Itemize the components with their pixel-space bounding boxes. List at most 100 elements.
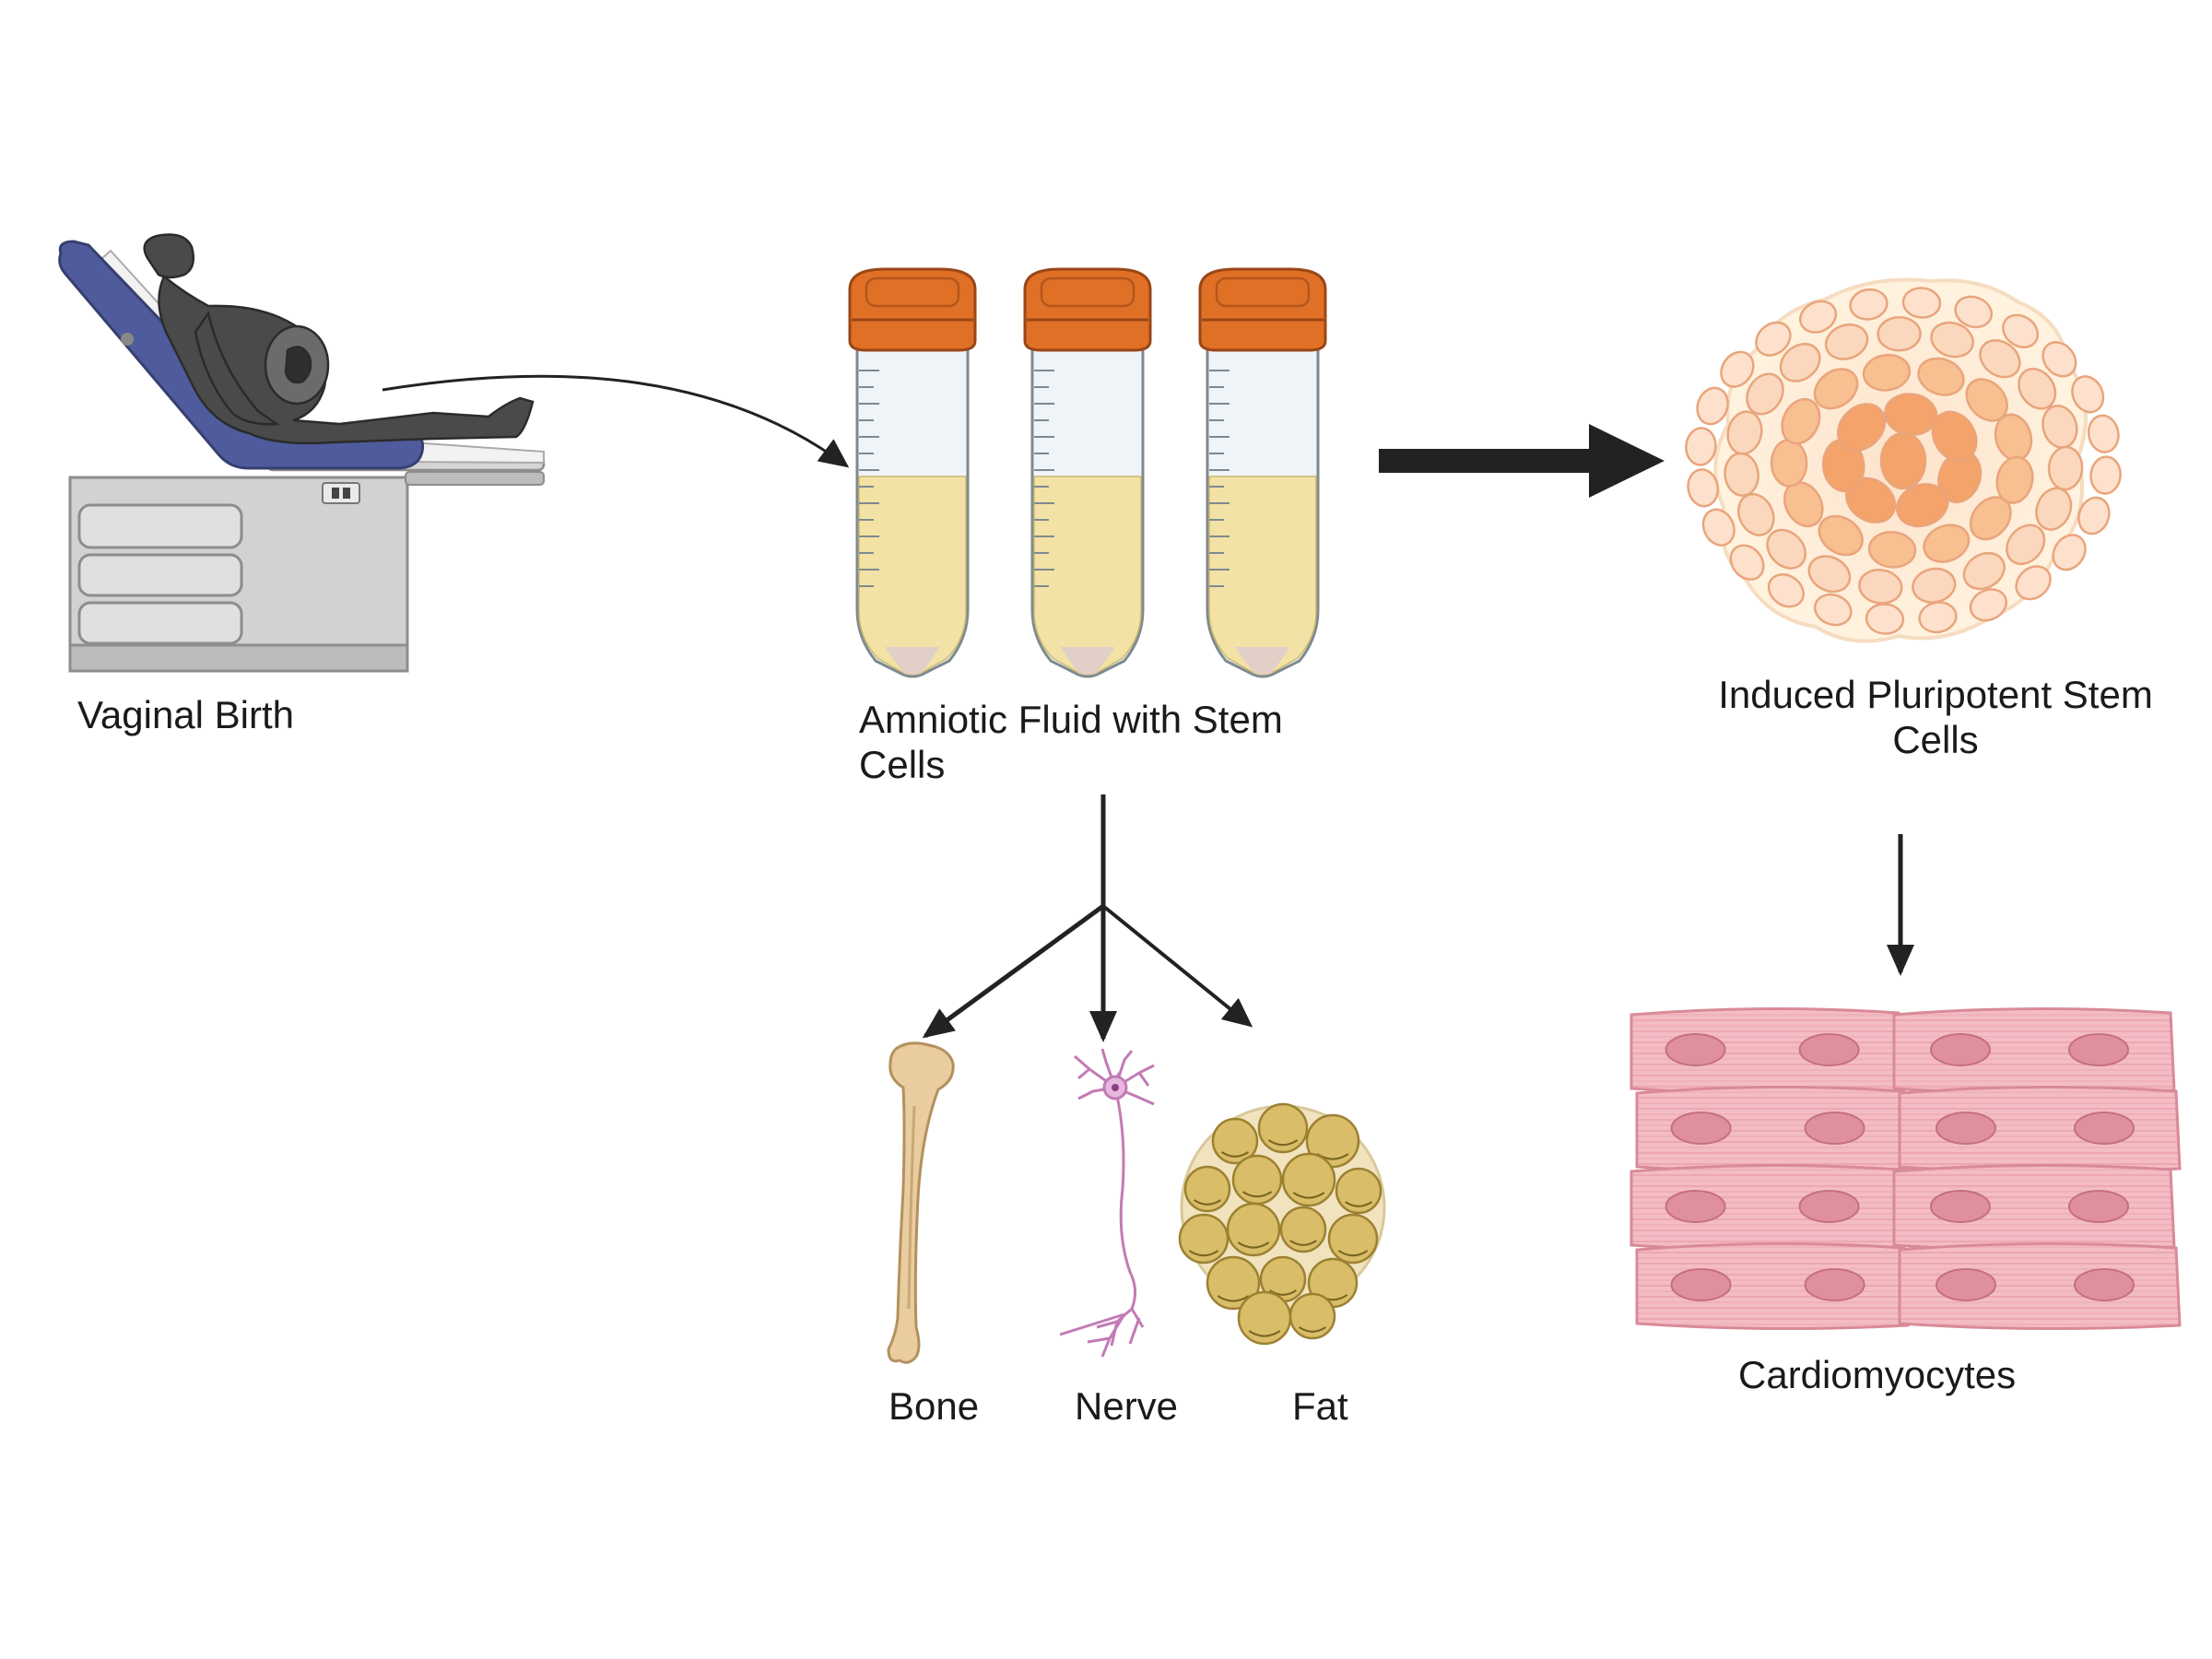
fat-cell	[1211, 1117, 1259, 1165]
ipsc-cell	[2041, 341, 2077, 378]
cardiomyocyte-nucleus	[2074, 1112, 2135, 1145]
ipsc-cell	[2071, 375, 2105, 414]
ipsc-cell	[2018, 368, 2057, 410]
patient-figure	[143, 233, 535, 445]
hinge	[121, 333, 134, 346]
arrow-birth-to-fluid	[382, 374, 850, 468]
fat-cell	[1281, 1152, 1336, 1207]
ipsc-cell	[1766, 528, 1807, 570]
label-cardiomyocytes: Cardiomyocytes	[1738, 1353, 2017, 1396]
cardiomyocyte-nucleus	[1665, 1190, 1726, 1223]
cardiomyocytes-illustration	[1630, 1006, 2182, 1331]
fat-cell	[1178, 1213, 1230, 1265]
arrow-fluid-to-ipsc	[1379, 424, 1665, 498]
fat-cell	[1305, 1113, 1360, 1169]
ipsc-cell	[1696, 386, 1729, 426]
cardiomyocyte-nucleus	[1930, 1190, 1991, 1223]
cardiomyocyte-nucleus	[1670, 1112, 1732, 1145]
ipsc-cell	[1954, 295, 1994, 329]
ipsc-cell	[1813, 593, 1853, 627]
ipsc-cell	[1865, 603, 1905, 635]
cardiomyocyte-nucleus	[2068, 1190, 2129, 1223]
fat-cell	[1288, 1292, 1336, 1340]
fat-cell	[1206, 1255, 1261, 1311]
ipsc-cell	[1824, 323, 1869, 360]
vaginal-birth-illustration	[58, 233, 546, 673]
fat-cell	[1183, 1165, 1231, 1213]
ipsc-cell	[1701, 508, 1735, 547]
label-vaginal-birth: Vaginal Birth	[77, 693, 295, 736]
ipsc-cell	[2002, 313, 2040, 348]
fat-cell	[1279, 1206, 1327, 1253]
arrow-to-bone	[922, 903, 1105, 1039]
ipsc-cell	[1862, 353, 1912, 392]
ipsc-cell	[1818, 514, 1864, 557]
falcon-tube	[848, 267, 977, 678]
cardiomyocyte-nucleus	[2074, 1268, 2135, 1301]
ipsc-cell	[1962, 551, 2006, 591]
ipsc-cell	[1979, 339, 2021, 379]
ipsc-cell	[1867, 530, 1917, 569]
ipsc-cell	[1931, 410, 1978, 463]
label-ipsc-line1: Induced Pluripotent Stem	[1718, 673, 2153, 716]
label-amniotic-line1: Amniotic Fluid with Stem	[859, 698, 1283, 741]
label-nerve: Nerve	[1075, 1384, 1179, 1428]
ipsc-cell	[1746, 372, 1784, 416]
ipsc-cell	[1923, 524, 1971, 563]
fat-cell	[1257, 1102, 1309, 1154]
bone-illustration	[887, 1041, 955, 1364]
ipsc-cell	[1930, 321, 1974, 359]
drawer	[77, 601, 243, 645]
ipsc-cell	[1901, 287, 1942, 319]
outlet	[322, 482, 360, 504]
cardiomyocyte-nucleus	[1665, 1033, 1726, 1066]
differentiation-arrows	[922, 794, 1253, 1042]
ipsc-cell	[1877, 316, 1922, 352]
arrow-to-fat	[1101, 904, 1253, 1028]
ipsc-cell	[2006, 524, 2046, 566]
falcon-tube	[1198, 267, 1327, 678]
fat-illustration	[1178, 1102, 1386, 1346]
fat-cell	[1226, 1202, 1281, 1257]
ipsc-cell	[1726, 410, 1763, 455]
tube-group	[848, 267, 1327, 678]
ipsc-cell	[1813, 368, 1859, 410]
ipsc-cell	[1995, 455, 2034, 504]
ipsc-cell	[1720, 350, 1755, 388]
falcon-tube	[1023, 267, 1152, 678]
label-fat: Fat	[1292, 1384, 1348, 1428]
ipsc-cell	[1799, 300, 1838, 334]
label-bone: Bone	[888, 1384, 980, 1428]
ipsc-cell	[1767, 573, 1805, 608]
ipsc-cell	[1685, 427, 1717, 466]
ipsc-cell	[1879, 431, 1927, 490]
ipsc-cell	[1755, 321, 1792, 357]
ipsc-cell	[1858, 569, 1903, 605]
ipsc-cell	[1918, 601, 1958, 634]
ipsc-cell	[2087, 414, 2120, 453]
ipsc-cell	[1917, 357, 1965, 396]
cardiomyocyte-nucleus	[1936, 1112, 1996, 1145]
label-amniotic-line2: Cells	[859, 743, 946, 786]
cardiomyocyte-nucleus	[1936, 1268, 1996, 1301]
ipsc-cell	[1779, 343, 1821, 382]
ipsc-cell	[2052, 534, 2087, 571]
ipsc-cell	[1849, 288, 1888, 321]
ipsc-cell	[1837, 403, 1887, 452]
cardiomyocyte-nucleus	[1930, 1033, 1991, 1066]
ipsc-cell	[2035, 487, 2073, 531]
fat-cell	[1335, 1167, 1382, 1215]
cardiomyocyte-nucleus	[1798, 1033, 1860, 1066]
cardiomyocyte-nucleus	[2068, 1033, 2129, 1066]
ipsc-cell	[2089, 455, 2122, 495]
cardiomyocyte-nucleus	[1670, 1268, 1732, 1301]
ipsc-cell	[1807, 555, 1852, 594]
ipsc-cell	[1781, 397, 1821, 445]
ipsc-cell	[1687, 468, 1720, 508]
ipsc-colony-illustration	[1685, 277, 2122, 643]
nerve-illustration	[1059, 1048, 1155, 1358]
ipsc-cell	[2047, 445, 2084, 491]
drawer	[77, 553, 243, 597]
